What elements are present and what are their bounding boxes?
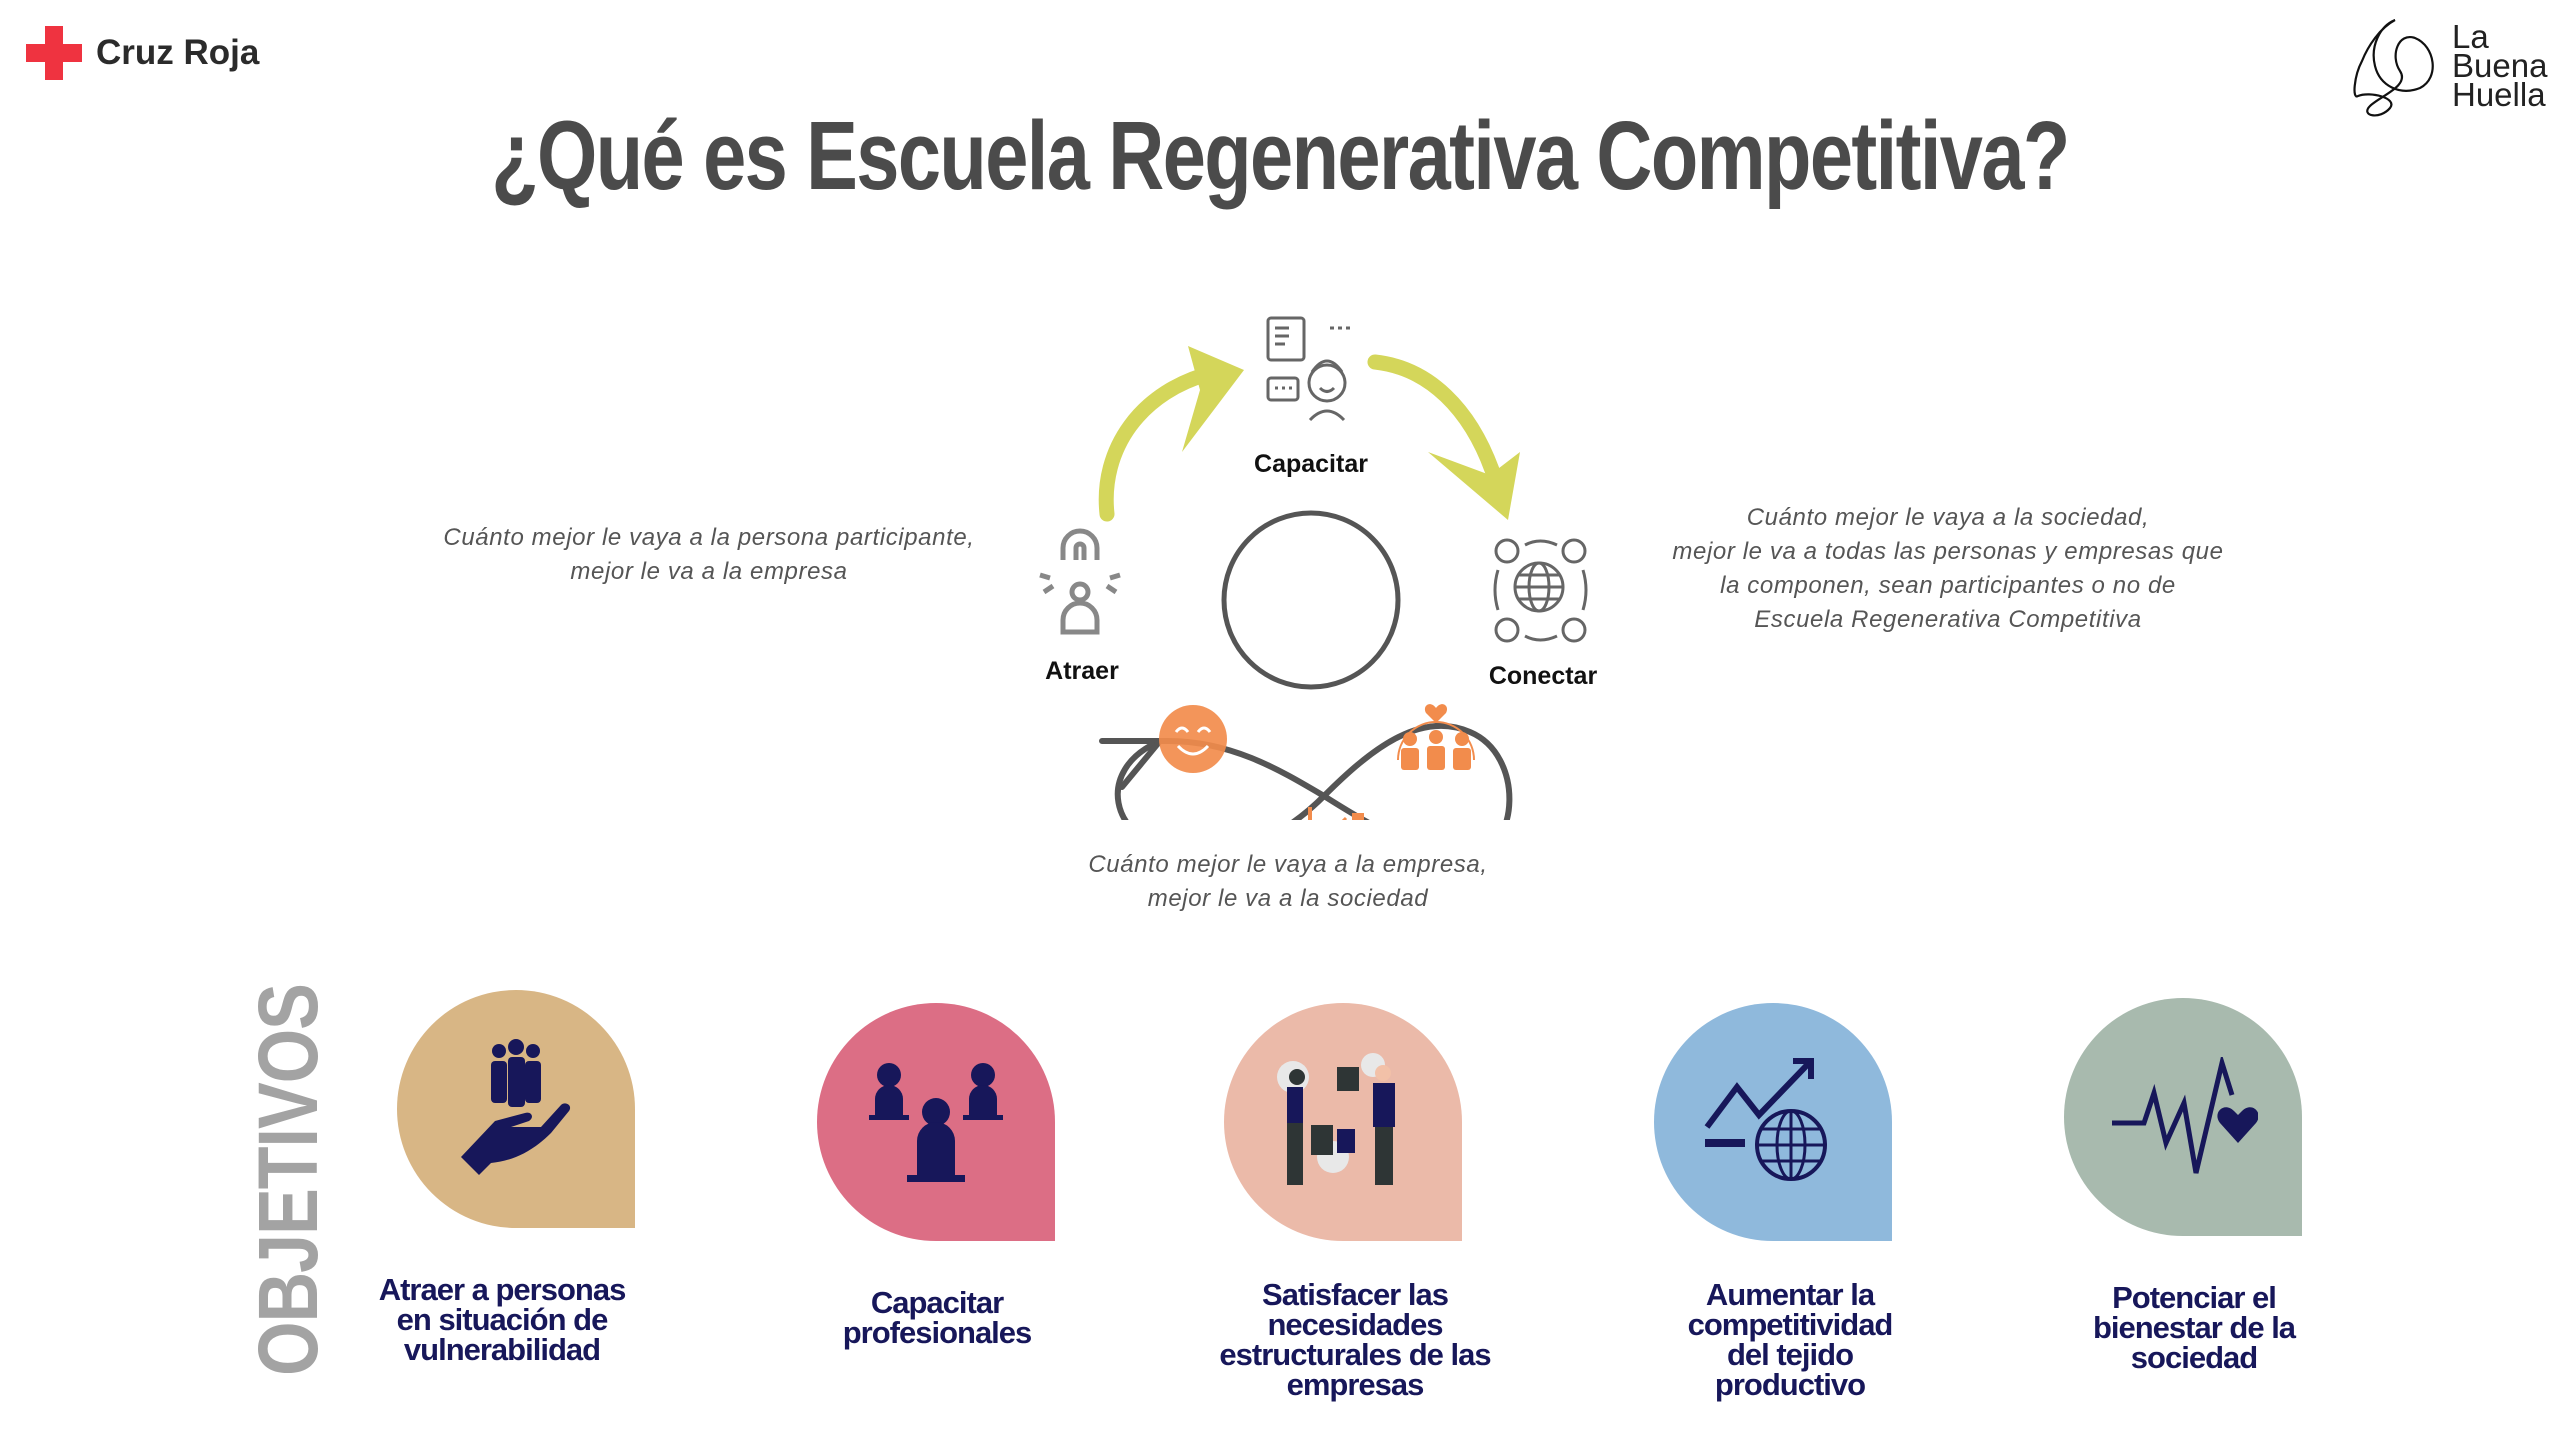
objective-label-train: Capacitar profesionales [842,1285,1033,1350]
quote-right-line: mejor le va a todas las personas y empre… [1672,538,2224,565]
arrow-capacitar-to-conectar [1367,354,1520,520]
objective-line: en situación de [396,1302,609,1337]
step-capacitar: Capacitar [1254,450,1368,478]
growth-globe-icon [1704,1058,1827,1181]
objective-line: estructurales de las [1219,1337,1491,1372]
objective-label-satisfy: Satisfacer las necesidades estructurales… [1219,1277,1491,1402]
quote-bottom: Cuánto mejor le vaya a la empresa, mejor… [1038,848,1538,916]
logo-line-buena: Buena [2452,47,2548,84]
la-buena-huella-logo: La Buena Huella [2350,16,2560,120]
step-conectar: Conectar [1488,662,1598,690]
objective-shape-wellbeing [2064,998,2302,1236]
objective-label-attract: Atraer a personas en situación de vulner… [378,1272,627,1367]
magnet-person-icon [1039,528,1121,635]
objective-line: vulnerabilidad [403,1332,601,1367]
objective-shape-compete [1654,1003,1892,1241]
fingerprint-swirl-icon [2353,18,2434,117]
logo-line-la: La [2452,18,2489,55]
objective-line: Aumentar la [1705,1277,1875,1312]
quote-right: Cuánto mejor le vaya a la sociedad, mejo… [1648,501,2248,637]
objective-line: empresas [1286,1367,1425,1402]
objective-line: Atraer a personas [378,1272,627,1307]
objective-shape-train [817,1003,1055,1241]
page-title: ¿Qué es Escuela Regenerativa Competitiva… [491,101,2070,210]
step-atraer: Atraer [1045,657,1119,685]
quote-left-line: Cuánto mejor le vaya a la persona partic… [443,524,975,551]
infinity-loop [1099,722,1513,820]
cruz-roja-name: Cruz Roja [96,33,260,72]
smiley-icon [1159,705,1227,773]
quote-right-line: Cuánto mejor le vaya a la sociedad, [1746,504,2150,531]
objective-shape-satisfy [1224,1003,1462,1241]
cycle-diagram: Capacitar Atraer Conectar [1000,280,1640,820]
objective-line: bienestar de la [2092,1310,2296,1345]
red-cross-icon [26,26,82,80]
heartbeat-icon [2112,1057,2258,1174]
objectives-heading: OBJETIVOS [241,984,335,1376]
growth-chart-icon [1308,807,1364,820]
people-at-laptops-icon [869,1063,1003,1182]
quote-right-line: la componen, sean participantes o no de [1720,572,2176,599]
quote-left: Cuánto mejor le vaya a la persona partic… [409,521,1009,589]
logo-line-huella: Huella [2452,76,2546,113]
quote-right-line: Escuela Regenerativa Competitiva [1754,606,2142,633]
global-network-icon [1493,538,1588,643]
objective-line: competitividad [1687,1307,1894,1342]
objective-label-compete: Aumentar la competitividad del tejido pr… [1687,1277,1894,1402]
objective-line: necesidades [1267,1307,1443,1342]
arrow-atraer-to-capacitar [1098,346,1244,522]
hand-holding-people-icon [461,1039,571,1175]
quote-bottom-line: Cuánto mejor le vaya a la empresa, [1088,851,1488,878]
objective-shape-attract [397,990,635,1228]
objective-line: profesionales [842,1315,1033,1350]
objective-line: sociedad [2130,1340,2258,1375]
objective-line: del tejido [1726,1337,1854,1372]
objective-line: Capacitar [870,1285,1004,1320]
team-puzzle-icon [1277,1053,1395,1185]
quote-left-line: mejor le va a la empresa [570,558,848,585]
objective-line: Satisfacer las [1262,1277,1449,1312]
cruz-roja-logo: Cruz Roja [26,26,259,80]
quote-bottom-line: mejor le va a la sociedad [1147,885,1429,912]
center-circle [1221,510,1401,690]
objective-line: productivo [1714,1367,1866,1402]
community-care-icon [1397,704,1475,770]
objective-line: Potenciar el [2112,1280,2277,1315]
objective-label-wellbeing: Potenciar el bienestar de la sociedad [2092,1280,2296,1375]
training-icon [1266,316,1350,422]
